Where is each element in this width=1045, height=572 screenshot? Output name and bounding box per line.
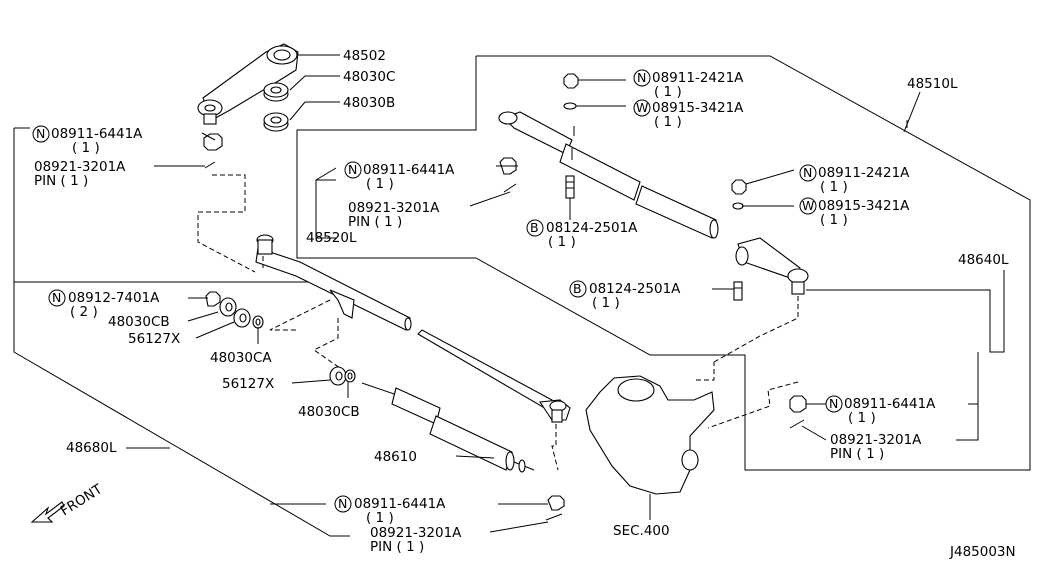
label-bolt-08124-2501A-1: 08124-2501A xyxy=(546,220,638,236)
bolt-upper xyxy=(565,175,575,199)
label-pin-qty-3: PIN ( 1 ) xyxy=(370,539,424,555)
label-nut-08912-7401A: 08912-7401A xyxy=(68,290,160,306)
label-sec-400: SEC.400 xyxy=(613,523,670,539)
label-pin-08921-3201A-3: 08921-3201A xyxy=(370,525,462,541)
prefix-w1: W xyxy=(636,100,648,115)
prefix-b1: B xyxy=(530,220,539,235)
label-48520L: 48520L xyxy=(306,230,357,246)
bushing-48030B xyxy=(263,112,289,132)
bushing-56127X-1 xyxy=(233,308,251,328)
label-pin-08921-3201A-2: 08921-3201A xyxy=(348,200,440,216)
label-qty-n4: ( 1 ) xyxy=(820,179,848,195)
bushing-48030CB-1 xyxy=(219,297,237,317)
prefix-n5: N xyxy=(52,290,61,305)
prefix-n7: N xyxy=(829,396,838,411)
box-48680L-side xyxy=(13,282,350,537)
prefix-n1: N xyxy=(36,126,45,141)
center-link xyxy=(255,234,412,331)
bushing-56127X-2 xyxy=(329,366,347,386)
nut-08912 xyxy=(205,291,221,307)
lower-tie-rod xyxy=(417,329,571,423)
nut-right-bottom xyxy=(789,395,807,413)
nut-right-top xyxy=(731,179,747,195)
label-nut-08911-6441A-3: 08911-6441A xyxy=(354,496,446,512)
label-48610: 48610 xyxy=(374,449,417,465)
label-48030CA: 48030CA xyxy=(210,350,272,366)
label-front: FRONT xyxy=(58,481,106,519)
label-qty-w1: ( 1 ) xyxy=(654,114,682,130)
prefix-n6: N xyxy=(338,496,347,511)
tie-rod-end-48640L xyxy=(735,237,809,295)
label-nut-08911-6441A-2: 08911-6441A xyxy=(363,162,455,178)
steering-damper xyxy=(361,382,535,473)
label-48030CB-2: 48030CB xyxy=(298,404,360,420)
prefix-n3: N xyxy=(348,162,357,177)
prefix-w2: W xyxy=(802,198,814,213)
nut-top xyxy=(563,73,579,89)
pitman-arm xyxy=(197,43,299,125)
label-pin-qty-4: PIN ( 1 ) xyxy=(830,446,884,462)
label-qty-n6: ( 1 ) xyxy=(366,510,394,526)
label-qty-b2: ( 1 ) xyxy=(592,295,620,311)
label-48510L: 48510L xyxy=(907,76,958,92)
cross-rod-48520L xyxy=(498,111,719,239)
prefix-n4: N xyxy=(803,165,812,180)
label-nut-08911-2421A-2: 08911-2421A xyxy=(818,165,910,181)
bushing-48030CB-2 xyxy=(344,369,356,383)
label-washer-08915-3421A-1: 08915-3421A xyxy=(652,100,744,116)
label-48030B: 48030B xyxy=(343,95,395,111)
label-qty-w2: ( 1 ) xyxy=(820,212,848,228)
label-qty-n7: ( 1 ) xyxy=(848,410,876,426)
prefix-n2: N xyxy=(637,70,646,85)
label-nut-08911-6441A-4: 08911-6441A xyxy=(844,396,936,412)
prefix-b2: B xyxy=(573,281,582,296)
front-arrow xyxy=(30,501,65,523)
label-bolt-08124-2501A-2: 08124-2501A xyxy=(589,281,681,297)
label-nut-08911-6441A-1: 08911-6441A xyxy=(51,126,143,142)
steering-knuckle xyxy=(585,375,715,495)
label-48640L: 48640L xyxy=(958,252,1009,268)
label-qty-n2: ( 1 ) xyxy=(654,84,682,100)
diagram-code: J485003N xyxy=(949,544,1016,560)
label-56127X-2: 56127X xyxy=(222,376,274,392)
label-48030C: 48030C xyxy=(343,69,395,85)
label-qty-n5: ( 2 ) xyxy=(70,304,98,320)
label-qty-b1: ( 1 ) xyxy=(548,234,576,250)
label-qty-n3: ( 1 ) xyxy=(366,176,394,192)
label-48502: 48502 xyxy=(343,48,386,64)
label-pin-qty-1: PIN ( 1 ) xyxy=(34,173,88,189)
label-qty-n1: ( 1 ) xyxy=(72,140,100,156)
label-48680L: 48680L xyxy=(66,440,117,456)
nut-pitman xyxy=(203,133,223,151)
label-nut-08911-2421A-1: 08911-2421A xyxy=(652,70,744,86)
box-48510L xyxy=(296,55,1031,471)
label-pin-qty-2: PIN ( 1 ) xyxy=(348,214,402,230)
label-washer-08915-3421A-2: 08915-3421A xyxy=(818,198,910,214)
label-pin-08921-3201A-4: 08921-3201A xyxy=(830,432,922,448)
nut-bottom xyxy=(547,495,565,511)
label-56127X-1: 56127X xyxy=(128,331,180,347)
label-pin-08921-3201A-1: 08921-3201A xyxy=(34,159,126,175)
bushing-48030C xyxy=(263,82,289,102)
label-48030CB-1: 48030CB xyxy=(108,314,170,330)
bushing-48030CA xyxy=(252,315,264,329)
bolt-right xyxy=(733,281,743,301)
